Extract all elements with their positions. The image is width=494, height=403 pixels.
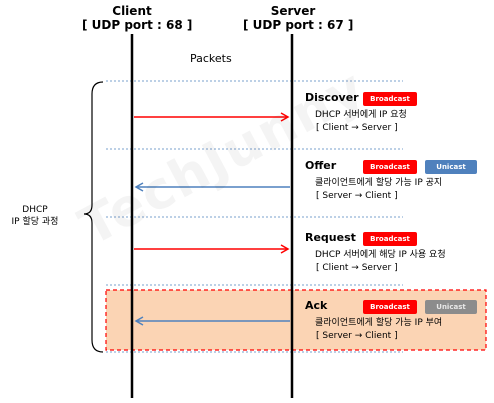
arrow-head xyxy=(280,112,290,122)
arrow-head xyxy=(280,244,290,254)
offer-description-text: 클라이언트에게 할당 가능 IP 공지 xyxy=(315,178,443,188)
discover-flow: [ Client → Server ] xyxy=(316,123,398,133)
discover-description: DHCP 서버에게 IP 요청 [ Client → Server ] xyxy=(315,109,407,135)
arrow-ack xyxy=(134,316,290,326)
request-description: DHCP 서버에게 해당 IP 사용 요청 [ Client → Server ] xyxy=(315,249,446,275)
dividers xyxy=(106,80,403,353)
request-description-text: DHCP 서버에게 해당 IP 사용 요청 xyxy=(315,250,446,260)
server-header: Server [ UDP port : 67 ] xyxy=(243,4,354,32)
discover-description-text: DHCP 서버에게 IP 요청 xyxy=(315,110,407,120)
ack-description-text: 클라이언트에게 할당 가능 IP 부여 xyxy=(315,318,443,328)
client-title: Client xyxy=(112,4,152,18)
offer-flow: [ Server → Client ] xyxy=(316,191,398,201)
offer-badge-unicast: Unicast xyxy=(425,160,477,174)
packets-label: Packets xyxy=(190,52,232,65)
client-port: [ UDP port : 68 ] xyxy=(82,18,193,32)
offer-badge-broadcast: Broadcast xyxy=(363,160,417,174)
ack-flow: [ Server → Client ] xyxy=(316,331,398,341)
discover-badge-broadcast: Broadcast xyxy=(363,92,417,106)
message-name-ack: Ack xyxy=(305,299,328,312)
request-badge-broadcast: Broadcast xyxy=(363,232,417,246)
arrow-head xyxy=(134,316,144,326)
arrow-request xyxy=(134,244,290,254)
message-name-discover: Discover xyxy=(305,91,359,104)
message-name-offer: Offer xyxy=(305,159,337,172)
message-name-request: Request xyxy=(305,231,356,244)
server-title: Server xyxy=(270,4,316,18)
process-label: DHCP IP 할당 과정 xyxy=(0,204,70,228)
process-label-line1: DHCP xyxy=(22,205,48,215)
arrow-head xyxy=(134,182,144,192)
message-arrows xyxy=(134,112,290,326)
arrow-offer xyxy=(134,182,290,192)
ack-description: 클라이언트에게 할당 가능 IP 부여 [ Server → Client ] xyxy=(315,317,442,343)
arrow-discover xyxy=(134,112,290,122)
ack-badge-unicast: Unicast xyxy=(425,300,477,314)
offer-description: 클라이언트에게 할당 가능 IP 공지 [ Server → Client ] xyxy=(315,177,442,203)
server-port: [ UDP port : 67 ] xyxy=(243,18,354,32)
process-label-line2: IP 할당 과정 xyxy=(11,217,59,227)
ack-highlight-box xyxy=(105,289,487,351)
ack-badge-broadcast: Broadcast xyxy=(363,300,417,314)
client-header: Client [ UDP port : 68 ] xyxy=(82,4,193,32)
request-flow: [ Client → Server ] xyxy=(316,263,398,273)
process-brace xyxy=(83,81,104,353)
